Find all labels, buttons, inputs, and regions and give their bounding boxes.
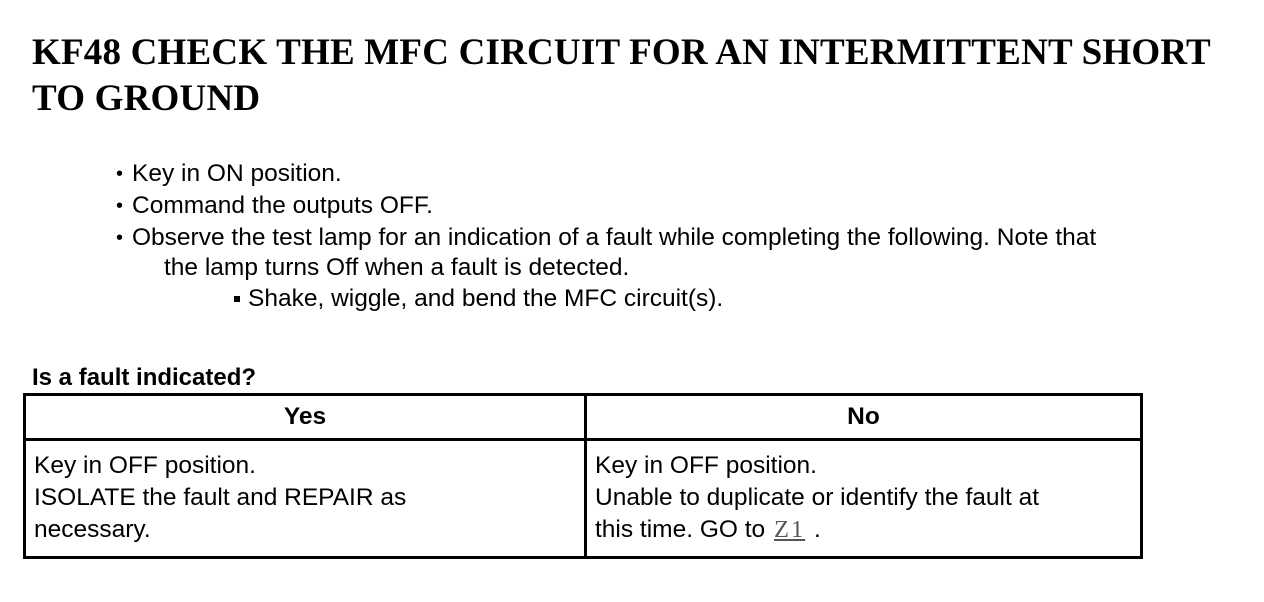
list-item: • Command the outputs OFF. [116,190,1246,222]
goto-z1-link[interactable]: Z1 [774,516,806,543]
decision-table: Yes No Key in OFF position. ISOLATE the … [23,393,1143,559]
sub-instruction-list: Shake, wiggle, and bend the MFC circuit(… [132,283,1246,315]
bullet-icon: • [116,163,124,185]
yes-line: necessary. [34,516,151,543]
bullet-icon: • [116,195,124,217]
page-title: KF48 CHECK THE MFC CIRCUIT FOR AN INTERM… [32,32,1211,119]
list-item: Shake, wiggle, and bend the MFC circuit(… [232,283,1246,315]
table-header-row: Yes No [23,393,1143,441]
yes-line: Key in OFF position. [34,452,256,479]
instruction-list: • Key in ON position. • Command the outp… [116,158,1246,315]
no-line-prefix: this time. GO to [595,516,772,543]
step-text: Command the outputs OFF. [132,192,433,219]
table-row: Key in OFF position. ISOLATE the fault a… [23,439,1143,559]
list-item: • Observe the test lamp for an indicatio… [116,222,1246,315]
bullet-icon: • [116,227,124,249]
no-line: Unable to duplicate or identify the faul… [595,484,1040,511]
header-yes: Yes [23,393,587,441]
step-text: Key in ON position. [132,160,342,187]
list-item: • Key in ON position. [116,158,1246,190]
header-no: No [584,393,1143,441]
yes-line: ISOLATE the fault and REPAIR as [34,484,407,511]
step-text: Observe the test lamp for an indication … [132,224,1097,251]
no-cell: Key in OFF position. Unable to duplicate… [584,439,1143,559]
decision-question: Is a fault indicated? [32,364,257,391]
substep-text: Shake, wiggle, and bend the MFC circuit(… [248,285,724,312]
no-line: Key in OFF position. [595,452,817,479]
square-bullet-icon [234,296,240,302]
yes-cell: Key in OFF position. ISOLATE the fault a… [23,439,587,559]
no-line-suffix: . [807,516,821,543]
step-continuation: the lamp turns Off when a fault is detec… [164,254,630,281]
no-line-last: this time. GO to Z1 . [595,514,1132,546]
